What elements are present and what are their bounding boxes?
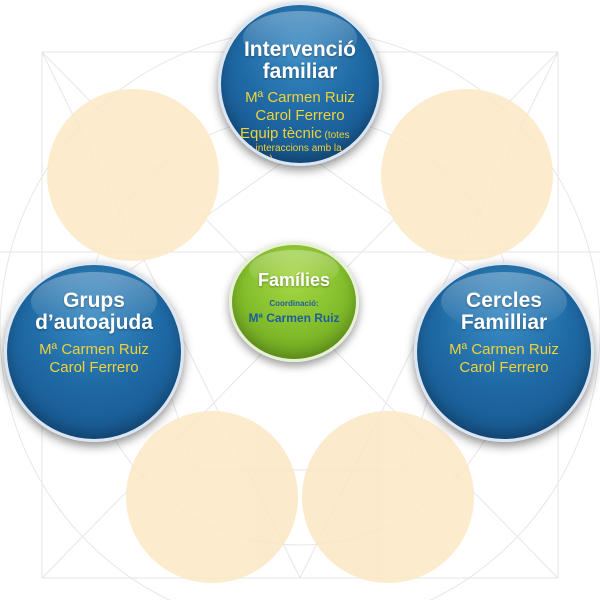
bubble-title: Grups d’autoajuda: [7, 290, 181, 334]
bubble-title-line-1: Grups: [63, 289, 125, 312]
member-line-1: Mª Carmen Ruiz: [39, 341, 149, 358]
member-line-1: Mª Carmen Ruiz: [449, 341, 559, 358]
coordinator-name: Mª Carmen Ruiz: [248, 311, 340, 325]
member-line-1: Mª Carmen Ruiz: [245, 89, 355, 106]
bubble-members: Mª Carmen Ruiz Carol Ferrero: [417, 341, 591, 377]
bubble-cercles-familliar: Cercles Familliar Mª Carmen Ruiz Carol F…: [414, 262, 594, 442]
bubble-title: Intervenció familiar: [221, 39, 379, 83]
peach-circle-bottom-left: [126, 411, 298, 583]
coordination-label: Coordinació:: [269, 299, 319, 308]
bubble-intervencio-familiar: Intervenció familiar Mª Carmen Ruiz Caro…: [218, 2, 382, 166]
member-line-2: Carol Ferrero: [459, 359, 549, 376]
member-line-3: Equip tècnic: [240, 125, 322, 142]
bubble-title-line-2: familiar: [262, 60, 338, 83]
bubble-grups-autoajuda: Grups d’autoajuda Mª Carmen Ruiz Carol F…: [4, 262, 184, 442]
member-note: (totes les interaccions amb la família): [240, 130, 350, 165]
peach-circle-bottom-right: [302, 411, 474, 583]
bubble-families: Famílies Coordinació: Mª Carmen Ruiz: [229, 242, 359, 362]
bubble-title-line-2: Familliar: [460, 311, 548, 334]
bubble-title-line-2: d’autoajuda: [35, 311, 153, 334]
member-line-3-block: Equip tècnic (totes les interaccions amb…: [240, 125, 360, 165]
peach-circle-top-right: [381, 89, 553, 261]
bubble-title: Cercles Familliar: [417, 290, 591, 334]
peach-circles: [47, 89, 553, 583]
bubble-members: Mª Carmen Ruiz Carol Ferrero Equip tècni…: [221, 89, 379, 165]
bubble-title-line-1: Cercles: [466, 289, 542, 312]
peach-circle-top-left: [47, 89, 219, 261]
member-line-2: Carol Ferrero: [49, 359, 139, 376]
bubble-title: Famílies: [257, 270, 331, 290]
member-line-2: Carol Ferrero: [255, 107, 345, 124]
bubble-members: Mª Carmen Ruiz Carol Ferrero: [7, 341, 181, 377]
bubble-title-line-1: Intervenció: [243, 38, 357, 61]
